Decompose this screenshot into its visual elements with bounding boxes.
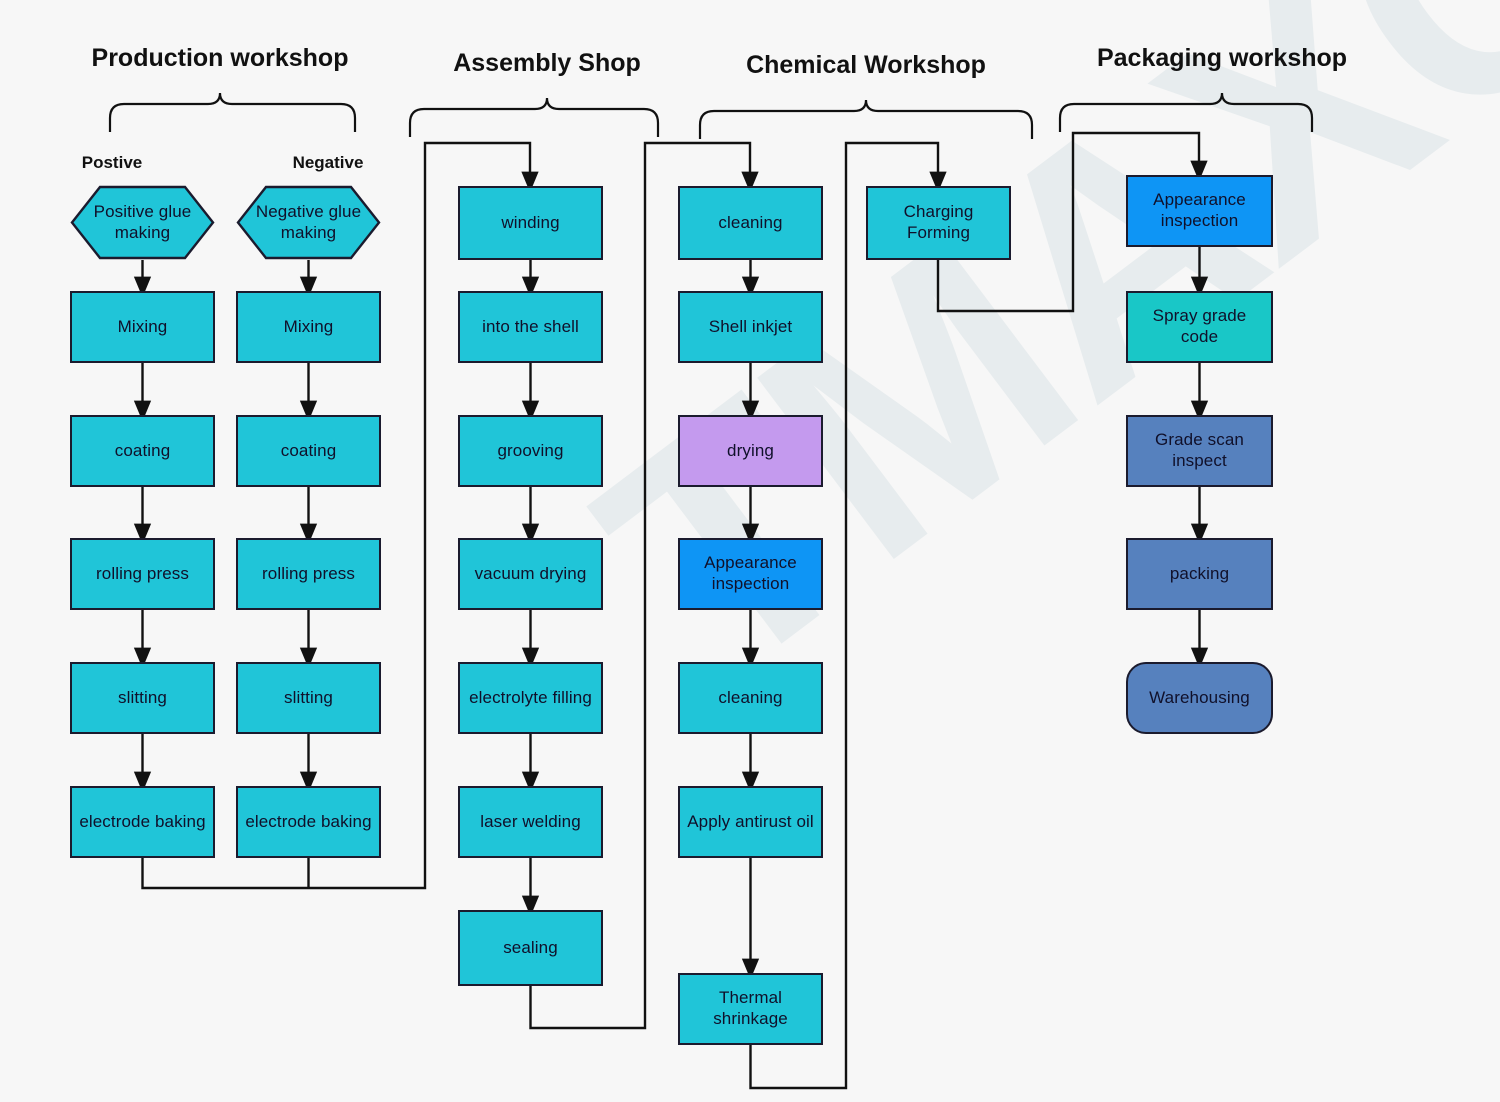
node-label-laser-weld: laser welding xyxy=(480,811,581,831)
node-neg-coating[interactable]: coating xyxy=(236,415,381,487)
node-label-neg-rolling: rolling press xyxy=(262,563,355,583)
node-label-antirust: Apply antirust oil xyxy=(687,811,814,831)
hexagon-shape-icon xyxy=(236,185,381,260)
brace-chemical xyxy=(698,99,1034,139)
node-label-neg-glue: Negative glue making xyxy=(255,201,362,242)
node-label-neg-baking: electrode baking xyxy=(245,811,372,831)
node-label-pos-glue: Positive glue making xyxy=(93,201,192,242)
node-vacuum-dry[interactable]: vacuum drying xyxy=(458,538,603,610)
node-drying[interactable]: drying xyxy=(678,415,823,487)
node-label-grade-scan: Grade scan inspect xyxy=(1155,430,1244,470)
node-label-chem-appear: Appearance inspection xyxy=(704,553,797,593)
hexagon-shape-icon xyxy=(70,185,215,260)
node-label-neg-coating: coating xyxy=(280,440,337,460)
sub-label-positive: Postive xyxy=(81,153,143,172)
edge-charging-to-packaging xyxy=(936,131,1208,313)
edge-baking-to-assembly xyxy=(141,141,539,890)
node-label-grooving: grooving xyxy=(497,440,564,460)
node-label-winding: winding xyxy=(501,212,560,232)
node-label-into-shell: into the shell xyxy=(482,316,579,336)
node-label-packing: packing xyxy=(1169,563,1230,583)
node-grooving[interactable]: grooving xyxy=(458,415,603,487)
group-title-packaging: Packaging workshop xyxy=(1096,44,1348,72)
node-label-pkg-appear: Appearance inspection xyxy=(1153,190,1246,230)
node-laser-weld[interactable]: laser welding xyxy=(458,786,603,858)
node-winding[interactable]: winding xyxy=(458,186,603,260)
node-chem-clean2[interactable]: cleaning xyxy=(678,662,823,734)
node-label-neg-slitting: slitting xyxy=(284,687,333,707)
node-label-pos-baking: electrode baking xyxy=(79,811,206,831)
node-shell-inkjet[interactable]: Shell inkjet xyxy=(678,291,823,363)
group-title-production: Production workshop xyxy=(91,44,349,72)
node-charging[interactable]: Charging Forming xyxy=(866,186,1011,260)
node-spray-grade[interactable]: Spray grade code xyxy=(1126,291,1273,363)
node-thermal[interactable]: Thermal shrinkage xyxy=(678,973,823,1045)
node-label-shell-inkjet: Shell inkjet xyxy=(708,316,793,336)
node-grade-scan[interactable]: Grade scan inspect xyxy=(1126,415,1273,487)
node-label-pos-mixing: Mixing xyxy=(117,316,168,336)
edge-sealing-to-chemical xyxy=(529,141,759,1030)
node-pos-rolling[interactable]: rolling press xyxy=(70,538,215,610)
node-neg-slitting[interactable]: slitting xyxy=(236,662,381,734)
sub-label-negative: Negative xyxy=(292,153,364,172)
node-label-electrolyte: electrolyte filling xyxy=(469,687,592,707)
brace-production xyxy=(108,92,357,132)
node-neg-mixing[interactable]: Mixing xyxy=(236,291,381,363)
node-antirust[interactable]: Apply antirust oil xyxy=(678,786,823,858)
node-label-thermal: Thermal shrinkage xyxy=(713,988,788,1028)
node-label-pos-coating: coating xyxy=(114,440,171,460)
node-label-charging: Charging Forming xyxy=(903,202,974,242)
node-label-vacuum-dry: vacuum drying xyxy=(474,563,587,583)
node-pos-mixing[interactable]: Mixing xyxy=(70,291,215,363)
edge-thermal-to-charging xyxy=(749,141,947,1090)
node-pkg-appear[interactable]: Appearance inspection xyxy=(1126,175,1273,247)
node-neg-baking[interactable]: electrode baking xyxy=(236,786,381,858)
node-label-pos-slitting: slitting xyxy=(118,687,167,707)
node-label-spray-grade: Spray grade code xyxy=(1152,306,1247,346)
node-packing[interactable]: packing xyxy=(1126,538,1273,610)
node-pos-glue[interactable]: Positive glue making xyxy=(70,185,215,260)
node-label-drying: drying xyxy=(727,440,774,460)
node-label-chem-clean1: cleaning xyxy=(718,212,783,232)
node-label-pos-rolling: rolling press xyxy=(96,563,189,583)
node-pos-slitting[interactable]: slitting xyxy=(70,662,215,734)
brace-assembly xyxy=(408,97,660,137)
node-label-warehousing: Warehousing xyxy=(1149,687,1250,707)
node-chem-clean1[interactable]: cleaning xyxy=(678,186,823,260)
node-into-shell[interactable]: into the shell xyxy=(458,291,603,363)
brace-packaging xyxy=(1058,92,1314,132)
node-neg-glue[interactable]: Negative glue making xyxy=(236,185,381,260)
node-label-neg-mixing: Mixing xyxy=(283,316,334,336)
node-sealing[interactable]: sealing xyxy=(458,910,603,986)
node-neg-rolling[interactable]: rolling press xyxy=(236,538,381,610)
node-warehousing[interactable]: Warehousing xyxy=(1126,662,1273,734)
node-pos-baking[interactable]: electrode baking xyxy=(70,786,215,858)
node-pos-coating[interactable]: coating xyxy=(70,415,215,487)
node-chem-appear[interactable]: Appearance inspection xyxy=(678,538,823,610)
node-label-sealing: sealing xyxy=(503,937,558,957)
node-electrolyte[interactable]: electrolyte filling xyxy=(458,662,603,734)
node-label-chem-clean2: cleaning xyxy=(718,687,783,707)
group-title-assembly: Assembly Shop xyxy=(453,49,641,77)
group-title-chemical: Chemical Workshop xyxy=(746,51,986,79)
